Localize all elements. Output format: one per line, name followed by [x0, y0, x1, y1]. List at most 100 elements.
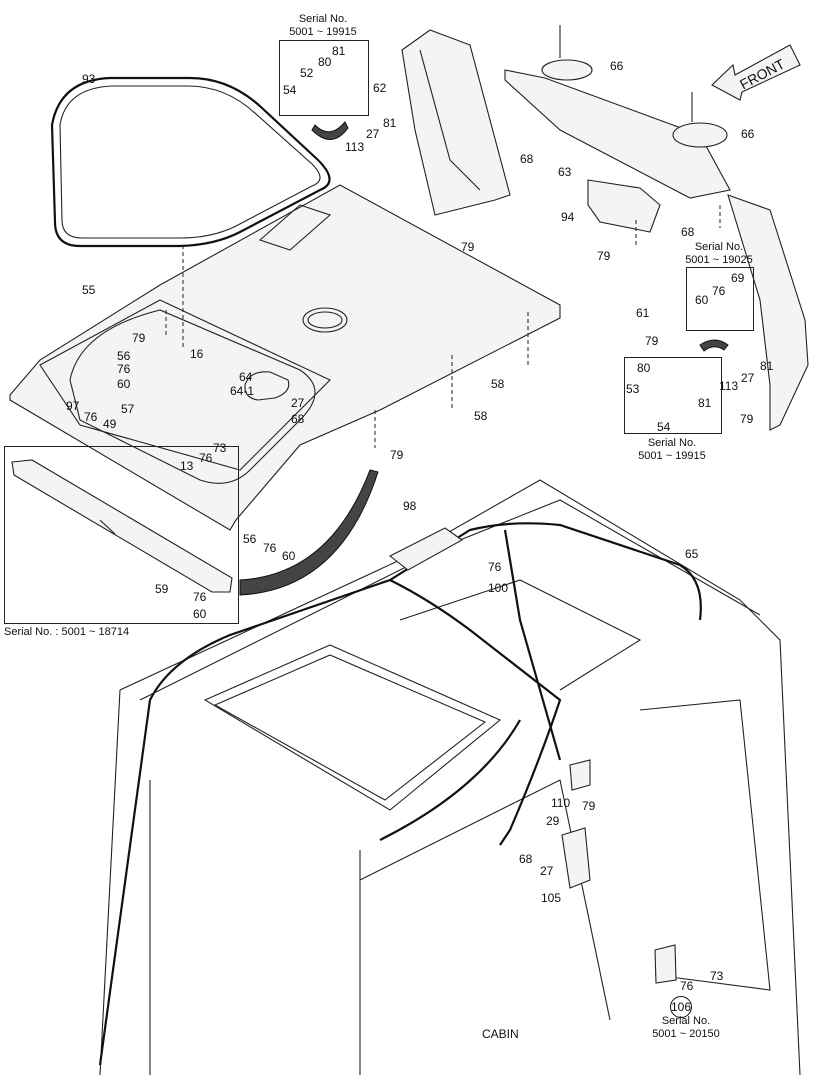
part-label: 68	[291, 412, 305, 426]
roof-panel	[9, 184, 561, 531]
part-label: 68	[681, 225, 695, 239]
part-label: 61	[636, 306, 650, 320]
part-label: 76	[117, 362, 131, 376]
part-label: 27	[741, 371, 755, 385]
part-label: 58	[491, 377, 505, 391]
pillar-62	[401, 29, 511, 216]
part-label: 79	[461, 240, 475, 254]
part-label: 76	[199, 451, 213, 465]
part-label: 76	[193, 590, 207, 604]
serial-ru-line1: Serial No.	[694, 241, 744, 253]
right-pillar	[727, 194, 809, 431]
part-label: 27	[291, 396, 305, 410]
detail-box-right-lower	[624, 357, 722, 434]
part-label: 64-1	[230, 384, 255, 398]
serial-caption-top: Serial No. 5001 ~ 19915	[279, 13, 367, 39]
part-label: 27	[540, 864, 554, 878]
serial-ru-line2: 5001 ~ 19025	[685, 254, 753, 266]
part-label: 29	[546, 814, 560, 828]
part-label: 58	[474, 409, 488, 423]
part-label: 80	[318, 55, 332, 69]
roof-hatch	[244, 371, 290, 401]
part-label: 53	[626, 382, 640, 396]
part-label: 49	[103, 417, 117, 431]
part-label: 56	[243, 532, 257, 546]
part-label: 97	[66, 399, 80, 413]
part-label: 73	[213, 441, 227, 455]
part-label: 113	[345, 140, 365, 154]
part-106	[654, 944, 677, 984]
part-label: 62	[373, 81, 387, 95]
part-label: 79	[132, 331, 146, 345]
part-label: 69	[731, 271, 745, 285]
wire-harness	[98, 522, 702, 1066]
part-label: 65	[685, 547, 699, 561]
part-label: 13	[180, 459, 194, 473]
rod-59	[11, 459, 233, 593]
part-label: 60	[117, 377, 131, 391]
part-label: 98	[403, 499, 417, 513]
part-label: 79	[597, 249, 611, 263]
part-label: 68	[520, 152, 534, 166]
part-label: 60	[695, 293, 709, 307]
part-label: 79	[390, 448, 404, 462]
serial-rl-line2: 5001 ~ 19915	[638, 450, 706, 462]
part-label: 81	[760, 359, 774, 373]
detail-box-top	[279, 40, 369, 116]
part-label: 94	[561, 210, 575, 224]
cabin-caption: CABIN	[482, 1027, 519, 1041]
part-label: 55	[82, 283, 96, 297]
box-94	[587, 179, 661, 233]
sweep-arrow	[239, 469, 379, 596]
part-label: 60	[282, 549, 296, 563]
part-label: 105	[541, 891, 562, 905]
part-label: 100	[488, 581, 509, 595]
part-label: 64	[239, 370, 253, 384]
part-label: 63	[558, 165, 572, 179]
part-label: 93	[82, 72, 96, 86]
part-label: 52	[300, 66, 314, 80]
circled-part-number: 106	[670, 996, 692, 1018]
part-label: 54	[283, 83, 297, 97]
part-label: 81	[698, 396, 712, 410]
part-label: 81	[332, 44, 346, 58]
serial-caption-left-rod: Serial No. : 5001 ~ 18714	[4, 626, 130, 638]
part-label: 56	[117, 349, 131, 363]
part-label: 110	[551, 796, 571, 810]
part-label: 80	[637, 361, 651, 375]
connector-98	[388, 527, 464, 571]
part-label: 76	[84, 410, 98, 424]
part-label: 113	[719, 379, 739, 393]
part-label: 60	[193, 607, 207, 621]
speaker-panel-63	[504, 25, 731, 199]
front-arrow	[711, 44, 801, 101]
serial-br-line1: Serial No.	[661, 1015, 711, 1027]
part-label: 16	[190, 347, 204, 361]
part-label: 57	[121, 402, 135, 416]
serial-caption-right-upper: Serial No. 5001 ~ 19025	[676, 241, 762, 267]
serial-rl-line1: Serial No.	[647, 437, 697, 449]
detail-box-right-upper	[686, 267, 754, 331]
part-label: 76	[712, 284, 726, 298]
cabin-frame	[99, 479, 801, 1076]
part-label: 59	[155, 582, 169, 596]
part-label: 79	[582, 799, 596, 813]
serial-caption-right-lower: Serial No. 5001 ~ 19915	[626, 437, 718, 463]
roof-seal-ring	[50, 76, 331, 248]
serial-top-line2: 5001 ~ 19915	[289, 26, 357, 38]
part-label: 76	[680, 979, 694, 993]
part-label: 76	[263, 541, 277, 555]
part-label: 66	[610, 59, 624, 73]
part-label: 76	[488, 560, 502, 574]
part-label: 27	[366, 127, 380, 141]
part-label: 54	[657, 420, 671, 434]
part-label: 79	[740, 412, 754, 426]
part-label: 68	[519, 852, 533, 866]
serial-top-line1: Serial No.	[298, 13, 348, 25]
part-label: 66	[741, 127, 755, 141]
serial-caption-bottom-right: Serial No. 5001 ~ 20150	[640, 1015, 732, 1041]
part-label: 81	[383, 116, 397, 130]
part-29	[561, 827, 591, 889]
